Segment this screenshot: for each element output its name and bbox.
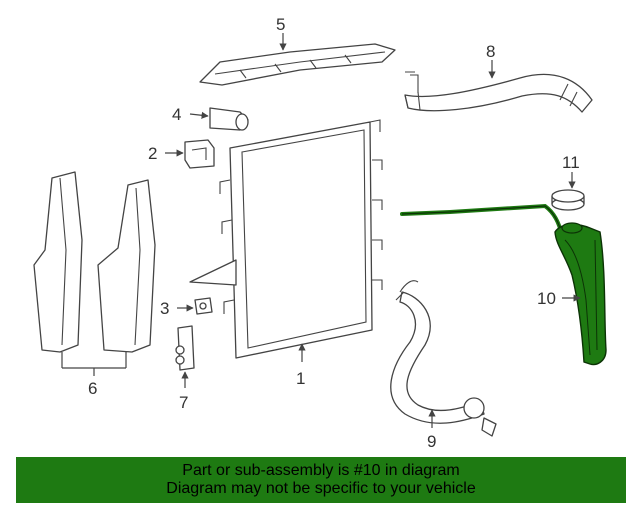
callout-11: 11 [562, 153, 580, 172]
callout-10: 10 [537, 289, 556, 308]
banner-line-2: Diagram may not be specific to your vehi… [166, 480, 476, 497]
part-4-fitting[interactable] [209, 107, 249, 131]
part-10-coolant-reservoir[interactable] [400, 203, 607, 366]
banner-line-1: Part or sub-assembly is #10 in diagram [182, 462, 460, 479]
callout-3: 3 [160, 299, 169, 318]
part-1-radiator[interactable] [189, 119, 383, 359]
callout-6: 6 [88, 379, 97, 398]
callout-9: 9 [427, 432, 436, 451]
part-9-lower-hose[interactable] [390, 280, 497, 437]
part-2-bracket[interactable] [184, 139, 215, 169]
callout-8: 8 [486, 42, 495, 61]
parts-diagram: 5 8 4 2 11 1 [33, 15, 607, 451]
part-7-lower-bracket[interactable] [175, 325, 195, 371]
info-banner: Part or sub-assembly is #10 in diagram D… [16, 457, 626, 503]
callout-1: 1 [296, 369, 305, 388]
callout-2: 2 [148, 144, 157, 163]
part-6-side-baffles[interactable] [33, 171, 156, 353]
part-5-upper-shroud[interactable] [199, 43, 396, 86]
part-11-cap[interactable] [551, 189, 585, 211]
leader-6 [61, 352, 127, 369]
callout-5: 5 [276, 15, 285, 34]
part-8-upper-hose[interactable] [404, 71, 593, 113]
callout-7: 7 [179, 393, 188, 412]
leader-4 [189, 111, 209, 119]
part-3-clip[interactable] [194, 297, 213, 315]
callout-4: 4 [172, 105, 181, 124]
